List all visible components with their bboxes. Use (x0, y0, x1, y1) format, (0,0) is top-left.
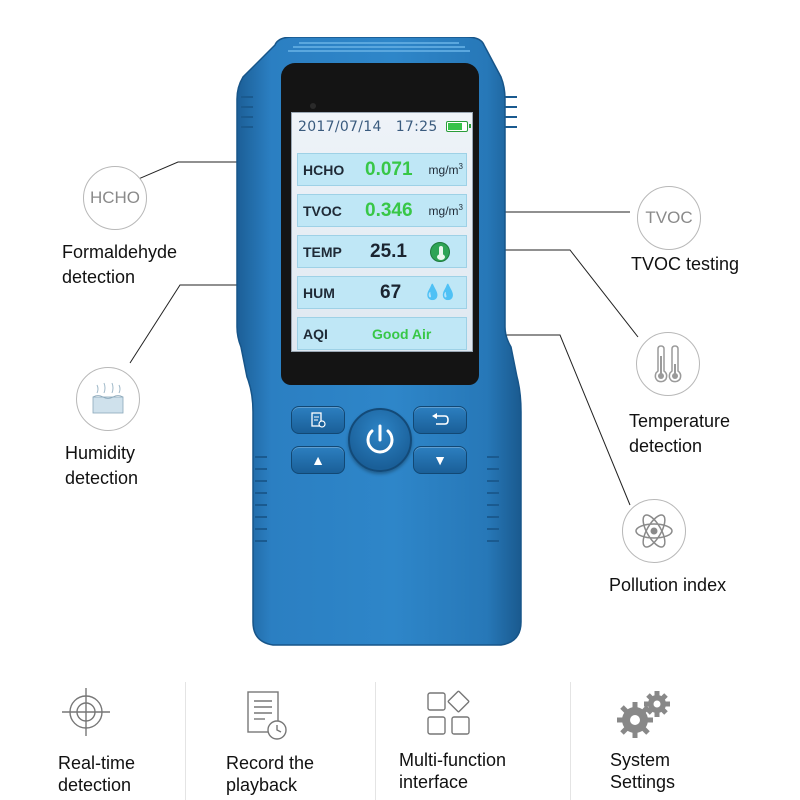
status-date: 2017/07/14 (298, 119, 382, 135)
feature-record: Record the playback (223, 682, 363, 800)
caption-line: Humidity (65, 443, 136, 463)
feature-label-line: System (610, 750, 671, 770)
reading-row-temp: TEMP 25.1 (297, 235, 467, 268)
feature-settings: System Settings (605, 682, 745, 800)
water-drops-icon: 💧💧 (423, 284, 457, 301)
caption-line: Pollution index (609, 575, 727, 595)
crosshair-icon (62, 688, 110, 736)
tvoc-icon: TVOC (637, 186, 701, 250)
reading-row-aqi: AQI Good Air (297, 317, 467, 350)
feature-bar: Real-time detection Record the playback (15, 682, 785, 800)
lcd-screen: 2017/07/14 17:25 HCHO 0.071 mg/m3 TVOC 0… (291, 112, 473, 352)
feature-label-line: detection (58, 775, 132, 795)
reading-unit: mg/m3 (428, 162, 463, 177)
reading-row-hcho: HCHO 0.071 mg/m3 (297, 153, 467, 186)
caption-line: detection (62, 267, 136, 287)
caption-line: detection (629, 436, 703, 456)
feature-label-line: Real-time (58, 753, 136, 773)
battery-icon (446, 121, 471, 132)
gears-icon (617, 691, 670, 738)
feature-label-line: playback (226, 775, 298, 795)
reading-row-hum: HUM 67 💧💧 (297, 276, 467, 309)
back-button[interactable] (413, 406, 467, 434)
caption-line: Formaldehyde (62, 242, 178, 262)
formaldehyde-caption: Formaldehyde detection (62, 240, 177, 290)
air-quality-monitor: 2017/07/14 17:25 HCHO 0.071 mg/m3 TVOC 0… (233, 37, 526, 650)
up-arrow-icon: ▲ (311, 452, 325, 468)
reading-value: 67 (380, 281, 402, 303)
humidity-glyph (92, 382, 124, 414)
divider (185, 682, 186, 800)
down-button[interactable]: ▼ (413, 446, 467, 474)
temperature-caption: Temperature detection (629, 409, 730, 459)
tvoc-icon-text: TVOC (645, 208, 693, 227)
humidity-icon (76, 367, 140, 431)
return-icon (432, 413, 449, 425)
tvoc-caption: TVOC testing (631, 252, 739, 277)
up-button[interactable]: ▲ (291, 446, 345, 474)
light-sensor (310, 103, 316, 109)
reading-label: TEMP (303, 243, 342, 260)
feature-label: System Settings (610, 749, 675, 793)
humidity-caption: Humidity detection (65, 441, 138, 491)
feature-label-line: Settings (610, 772, 676, 792)
feature-multifunction: Multi-function interface (399, 682, 549, 800)
reading-value: 0.346 (365, 199, 413, 221)
power-button[interactable] (348, 408, 412, 472)
record-clock-icon (247, 691, 287, 740)
reading-label: HCHO (303, 161, 345, 178)
hcho-icon: HCHO (83, 166, 147, 230)
reading-unit: mg/m3 (428, 203, 463, 218)
reading-label: TVOC (303, 202, 342, 219)
record-icon (311, 412, 326, 428)
atom-glyph (635, 514, 673, 548)
feature-realtime: Real-time detection (55, 682, 175, 800)
grid-icon (427, 690, 470, 735)
reading-value: Good Air (372, 325, 432, 342)
thermometer-glyph (654, 345, 682, 383)
reading-value: 25.1 (370, 240, 407, 262)
divider (375, 682, 376, 800)
feature-label: Real-time detection (58, 752, 135, 796)
power-icon (366, 424, 394, 454)
divider (570, 682, 571, 800)
down-arrow-icon: ▼ (433, 452, 447, 468)
feature-label-line: Multi-function (399, 750, 507, 770)
record-button[interactable] (291, 406, 345, 434)
caption-line: TVOC testing (631, 254, 740, 274)
feature-label-line: Record the (226, 753, 315, 773)
caption-line: detection (65, 468, 139, 488)
thermometer-icon (430, 242, 450, 262)
feature-label: Record the playback (226, 752, 314, 796)
thermometer-callout-icon (636, 332, 700, 396)
atom-icon (622, 499, 686, 563)
feature-label: Multi-function interface (399, 749, 506, 793)
reading-row-tvoc: TVOC 0.346 mg/m3 (297, 194, 467, 227)
hcho-icon-text: HCHO (89, 188, 141, 207)
status-time: 17:25 (395, 119, 438, 135)
reading-label: HUM (303, 284, 335, 301)
caption-line: Temperature (629, 411, 731, 431)
status-bar: 2017/07/14 17:25 (292, 113, 472, 141)
reading-label: AQI (303, 325, 328, 342)
feature-label-line: interface (399, 772, 469, 792)
pollution-caption: Pollution index (609, 573, 726, 598)
reading-value: 0.071 (365, 158, 413, 180)
